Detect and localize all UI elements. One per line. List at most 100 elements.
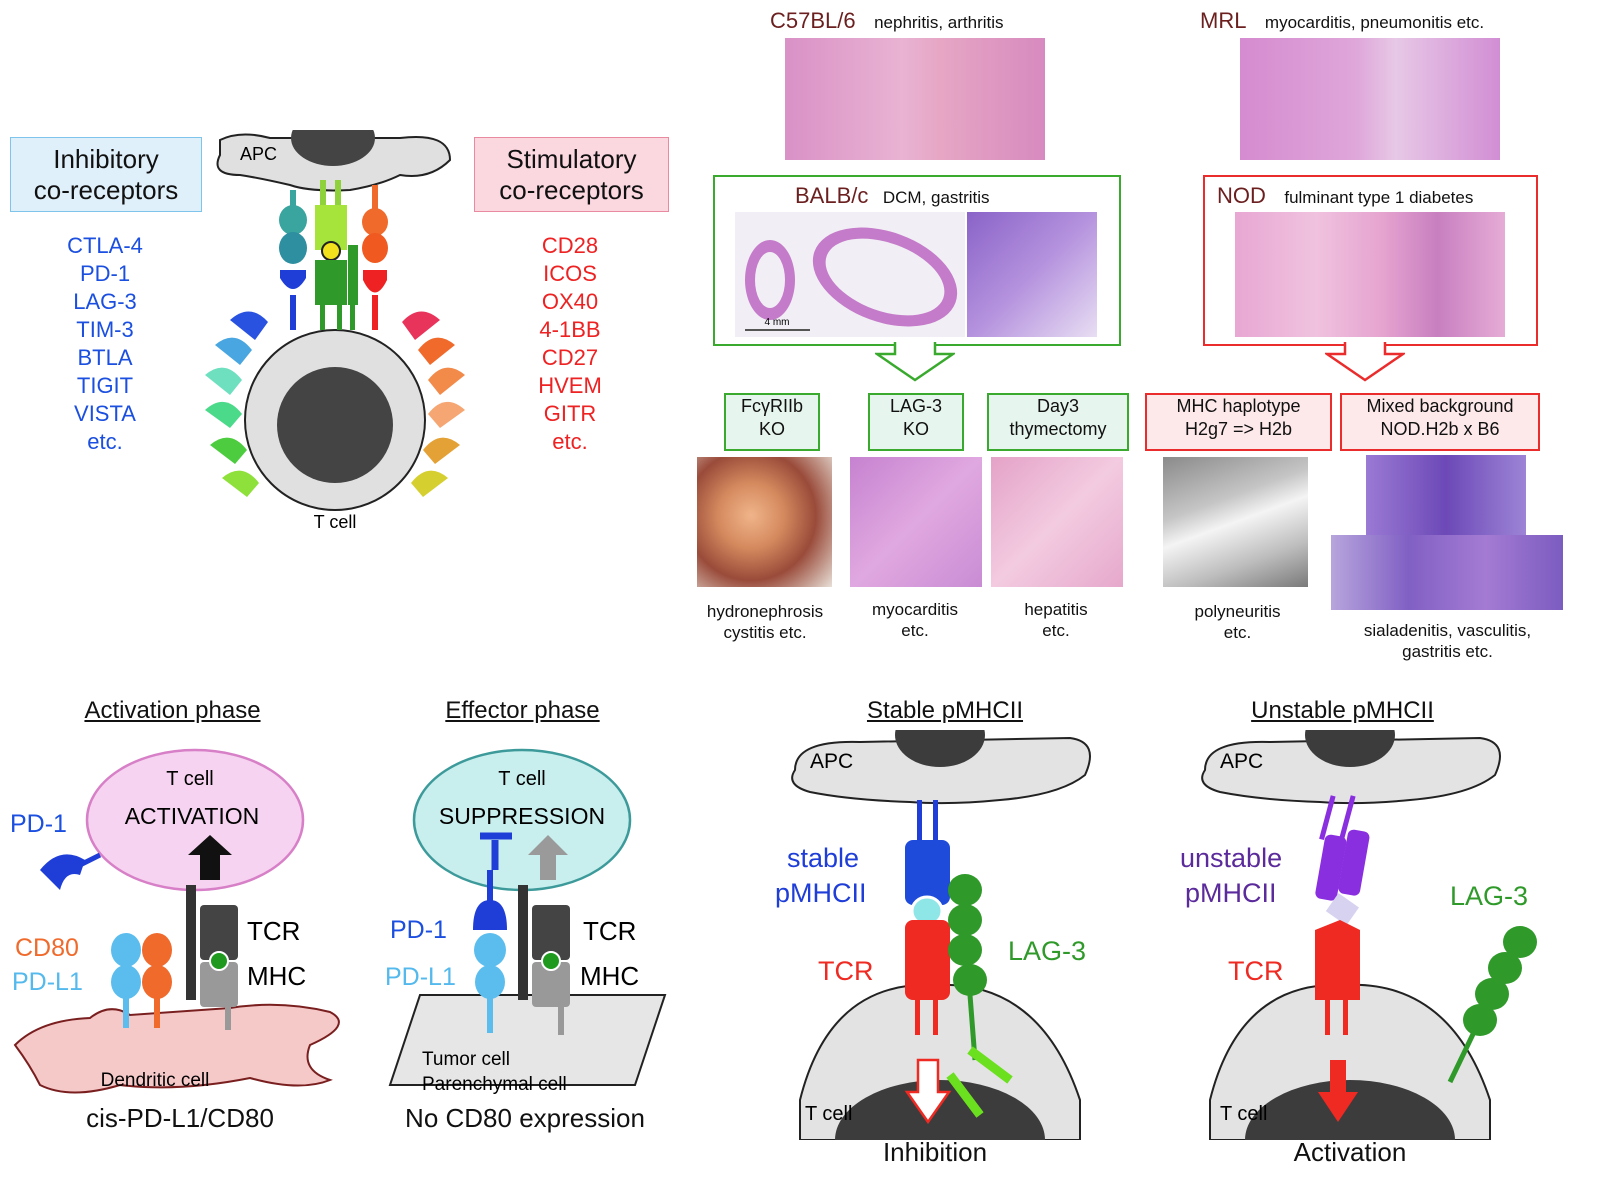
stable-pmhc-title: Stable pMHCII — [866, 697, 1024, 724]
c57-strain: C57BL/6 — [770, 8, 856, 33]
inhibitory-title-line2: co-receptors — [33, 175, 179, 205]
hepatitis-histology — [991, 457, 1123, 587]
unstable-apc-cell — [1201, 736, 1501, 805]
inhibitory-item: CTLA-4 — [67, 233, 143, 258]
activation-state-label: ACTIVATION — [125, 803, 260, 829]
stable-pmhc-molecule — [905, 800, 950, 927]
stimulatory-item: CD28 — [541, 233, 599, 258]
caption-line: myocarditis — [872, 600, 958, 619]
caption-line: cystitis etc. — [723, 623, 807, 642]
inhibitory-item: LAG-3 — [73, 289, 137, 314]
caption-line: hepatitis — [1024, 600, 1088, 619]
balbc-header: BALB/c DCM, gastritis — [795, 183, 990, 209]
balbc-heart-sections: 4 mm — [745, 227, 958, 331]
activation-tcr-mhc — [186, 885, 238, 1030]
nod-strain: NOD — [1217, 183, 1266, 208]
effector-pd1-pdl1-molecule — [473, 870, 507, 1033]
panel-label-line: MHC haplotype — [1176, 396, 1301, 416]
stable-apc-cell — [791, 736, 1091, 805]
unstable-apc-label: APC — [1220, 750, 1263, 773]
caption-myocarditis: myocarditis etc. — [845, 599, 985, 641]
inhibitory-item: PD-1 — [79, 261, 131, 286]
dendritic-cell — [13, 1003, 340, 1094]
panel-label-line: Day3 — [1036, 396, 1080, 416]
stable-tcr-molecule — [905, 920, 950, 1035]
myocarditis-histology — [850, 457, 982, 587]
balbc-strain: BALB/c — [795, 183, 869, 208]
activation-pdl1-molecule — [111, 933, 141, 1028]
polyneuritis-photo — [1163, 457, 1308, 587]
unstable-pmhc-title: Unstable pMHCII — [1251, 697, 1434, 724]
unstable-tcr-molecule — [1315, 920, 1360, 1035]
stable-pmhc-label-line2: pMHCII — [775, 878, 867, 908]
stimulatory-item: GITR — [543, 401, 597, 426]
panel-label-line: thymectomy — [1009, 419, 1107, 439]
mixed-histology-bottom — [1331, 535, 1563, 610]
receptor-tcr-complex — [315, 180, 358, 330]
nod-box: NOD fulminant type 1 diabetes — [1203, 175, 1538, 346]
mrl-note: myocarditis, pneumonitis etc. — [1264, 13, 1485, 32]
effector-phase-diagram: T cell SUPPRESSION Tumor cell Parenchyma… — [385, 748, 667, 1095]
panel-label-line: FcγRIIb — [740, 396, 803, 416]
stimulatory-item: OX40 — [541, 289, 599, 314]
effector-phase-title: Effector phase — [445, 697, 600, 724]
stable-lag3-label: LAG-3 — [1008, 936, 1086, 966]
nod-note: fulminant type 1 diabetes — [1284, 188, 1474, 207]
tumor-cell-label-line2: Parenchymal cell — [422, 1074, 567, 1095]
stimulatory-item: ICOS — [543, 261, 597, 286]
apc-nucleus — [291, 130, 375, 166]
panel-label-line: KO — [758, 419, 785, 439]
hydronephrosis-photo — [697, 457, 832, 587]
activation-pd1-receptor — [40, 854, 85, 890]
panel-label-line: LAG-3 — [889, 396, 943, 416]
tcell-coreceptor-diagram: APC T cell — [205, 130, 465, 532]
effector-tcell-label: T cell — [498, 768, 545, 790]
stable-apc-nucleus — [895, 730, 985, 767]
receptor-stimulatory-pair — [362, 185, 388, 330]
panel-label-mixed: Mixed background NOD.H2b x B6 — [1340, 393, 1540, 451]
caption-line: etc. — [1223, 623, 1252, 642]
activation-pd1-label: PD-1 — [10, 810, 67, 838]
stable-tcr-label: TCR — [818, 956, 874, 986]
c57-header: C57BL/6 nephritis, arthritis — [770, 8, 1004, 34]
stimulatory-title-line1: Stimulatory — [506, 144, 637, 174]
apc-label: APC — [240, 144, 277, 164]
effector-up-arrow-faded — [528, 835, 568, 880]
unstable-down-arrow-solid — [1318, 1060, 1358, 1122]
panel-label-fcgr: FcγRIIb KO — [724, 393, 820, 451]
stable-inhibition-mark — [946, 1046, 1013, 1118]
activation-phase-title: Activation phase — [84, 697, 261, 724]
effector-caption: No CD80 expression — [405, 1103, 645, 1133]
panel-label-line: KO — [902, 419, 929, 439]
tumor-cell — [388, 994, 667, 1086]
inhibitory-title-line1: Inhibitory — [53, 144, 159, 174]
tumor-cell-label-line1: Tumor cell — [422, 1049, 510, 1070]
unstable-pmhc-molecule — [1315, 795, 1370, 926]
left-receptors — [205, 311, 268, 497]
unstable-pmhc-diagram: APC T cell unstable pMHCII TCR LAG-3 — [1180, 730, 1537, 1140]
mrl-histology-image — [1240, 38, 1500, 160]
panel-label-line: Mixed background — [1366, 396, 1514, 416]
stable-tcell-nucleus — [835, 1080, 1045, 1140]
activation-pdl1-label: PD-L1 — [12, 968, 83, 996]
caption-polyneuritis: polyneuritis etc. — [1165, 601, 1310, 643]
right-receptors — [402, 311, 465, 497]
caption-line: etc. — [901, 621, 929, 640]
effector-tcr-label: TCR — [583, 916, 636, 946]
svg-text:4 mm: 4 mm — [765, 317, 790, 328]
caption-hepatitis: hepatitis etc. — [986, 599, 1126, 641]
stable-down-arrow-hollow — [904, 1058, 952, 1125]
panel-label-line: H2g7 => H2b — [1184, 419, 1293, 439]
caption-line: sialadenitis, vasculitis, — [1363, 621, 1532, 640]
inhibitory-list: CTLA-4 PD-1 LAG-3 TIM-3 BTLA TIGIT VISTA… — [5, 232, 205, 456]
panel-label-lag3: LAG-3 KO — [868, 393, 964, 451]
activation-caption: cis-PD-L1/CD80 — [86, 1103, 274, 1133]
caption-line: etc. — [1042, 621, 1070, 640]
inhibitory-item: BTLA — [77, 345, 133, 370]
caption-sialadenitis: sialadenitis, vasculitis, gastritis etc. — [1340, 620, 1555, 662]
mrl-header: MRL myocarditis, pneumonitis etc. — [1200, 8, 1484, 34]
stimulatory-item: etc. — [552, 429, 588, 454]
stimulatory-item: HVEM — [538, 373, 602, 398]
nod-header: NOD fulminant type 1 diabetes — [1217, 183, 1473, 209]
mixed-histology-top — [1366, 455, 1526, 535]
